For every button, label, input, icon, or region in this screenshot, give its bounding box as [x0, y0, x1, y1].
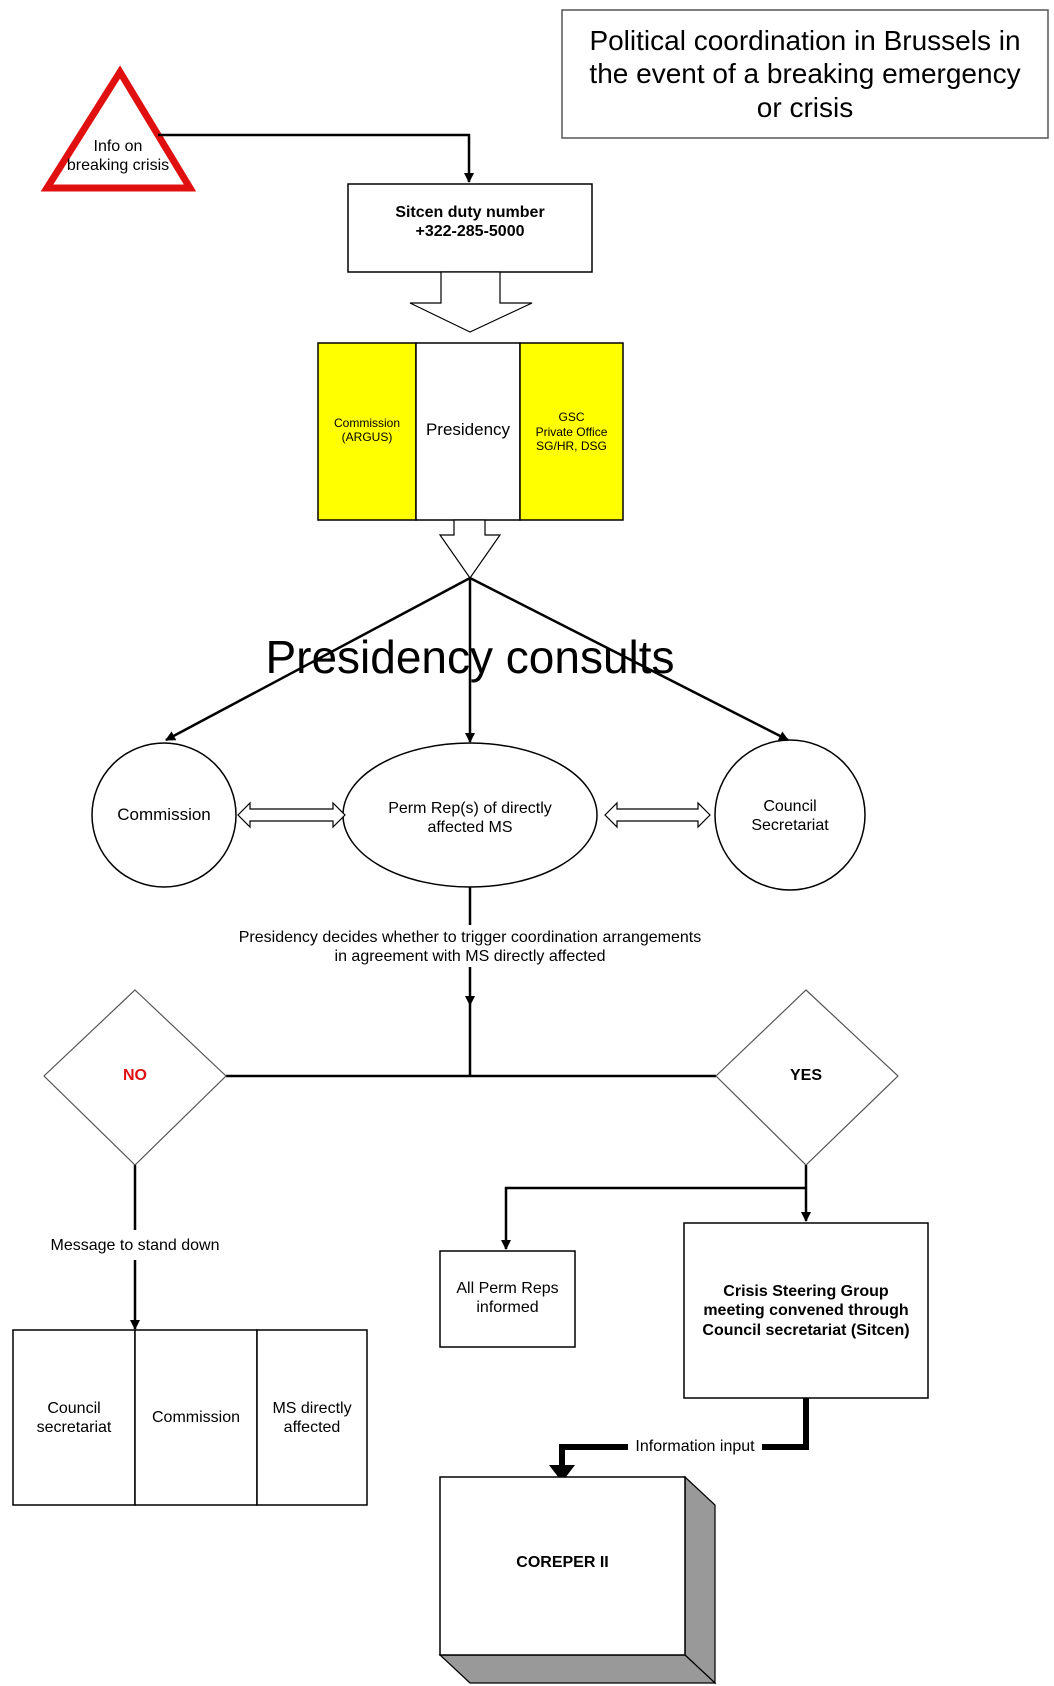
sitcen-line2: +322-285-5000 [415, 223, 525, 240]
sitcen-line1: Sitcen duty number [395, 203, 545, 221]
sitcen-box [347, 183, 593, 273]
coreper-box-front [439, 1476, 686, 1656]
double-arrow-perm-reps-council [604, 801, 711, 829]
arrow-to-commission [165, 576, 471, 742]
commission-circle [91, 742, 237, 888]
no-label: NO [123, 1067, 147, 1085]
information-input-label: Information input [628, 1436, 762, 1458]
double-arrow-commission-perm-reps [237, 801, 346, 829]
gsc-label: GSC Private Office SG/HR, DSG [535, 410, 608, 454]
presidency-consults-heading: Presidency consults [265, 631, 675, 684]
sitcen-label: Sitcen duty number +322-285-5000 [350, 200, 590, 244]
commission-argus-label: Commission (ARGUS) [333, 415, 400, 444]
presidency-box [415, 342, 521, 521]
information-input-arrowhead [549, 1465, 575, 1482]
coreper-box-bottom [438, 1654, 717, 1684]
yes-label: YES [789, 1067, 822, 1085]
stand-down-commission-label: Commission [151, 1409, 240, 1427]
block-arrow-sitcen-to-coordination [409, 271, 533, 333]
perm-reps-node-label: Perm Rep(s) of directly affected MS [388, 799, 552, 836]
commission-node-label: Commission [117, 804, 211, 824]
stand-down-council-label: Council secretariat [36, 1399, 112, 1436]
gsc-box [519, 342, 624, 521]
commission-argus-box [317, 342, 417, 521]
stand-down-label: Message to stand down [40, 1233, 230, 1259]
arrow-yes-to-all-perm-reps [501, 1186, 806, 1250]
title-box [561, 9, 1049, 139]
presidency-label: Presidency [425, 419, 511, 439]
council-secretariat-node-label: Council Secretariat [751, 797, 829, 834]
coreper-box-side [684, 1475, 716, 1685]
stand-down-commission-box [134, 1329, 258, 1506]
all-perm-reps-box [439, 1250, 576, 1348]
arrow-to-council-secretariat [469, 576, 789, 742]
warning-triangle-icon [40, 65, 197, 192]
crisis-steering-group-label: Crisis Steering Group meeting convened t… [702, 1283, 910, 1339]
coreper-label: COREPER II [516, 1554, 609, 1572]
stand-down-ms-label: MS directly affected [272, 1399, 352, 1436]
council-secretariat-circle [714, 739, 866, 891]
block-arrow-coordination-to-consults [438, 519, 502, 580]
warning-label: Info on breaking crisis [66, 137, 170, 174]
stand-down-council-box [12, 1329, 136, 1506]
information-input-connector [559, 1398, 809, 1470]
diagram-title: Political coordination in Brussels in th… [589, 24, 1021, 123]
decision-text: Presidency decides whether to trigger co… [215, 927, 725, 967]
arrow-info-to-sitcen [158, 133, 474, 183]
stand-down-ms-box [256, 1329, 368, 1506]
all-perm-reps-label: All Perm Reps informed [456, 1279, 559, 1316]
